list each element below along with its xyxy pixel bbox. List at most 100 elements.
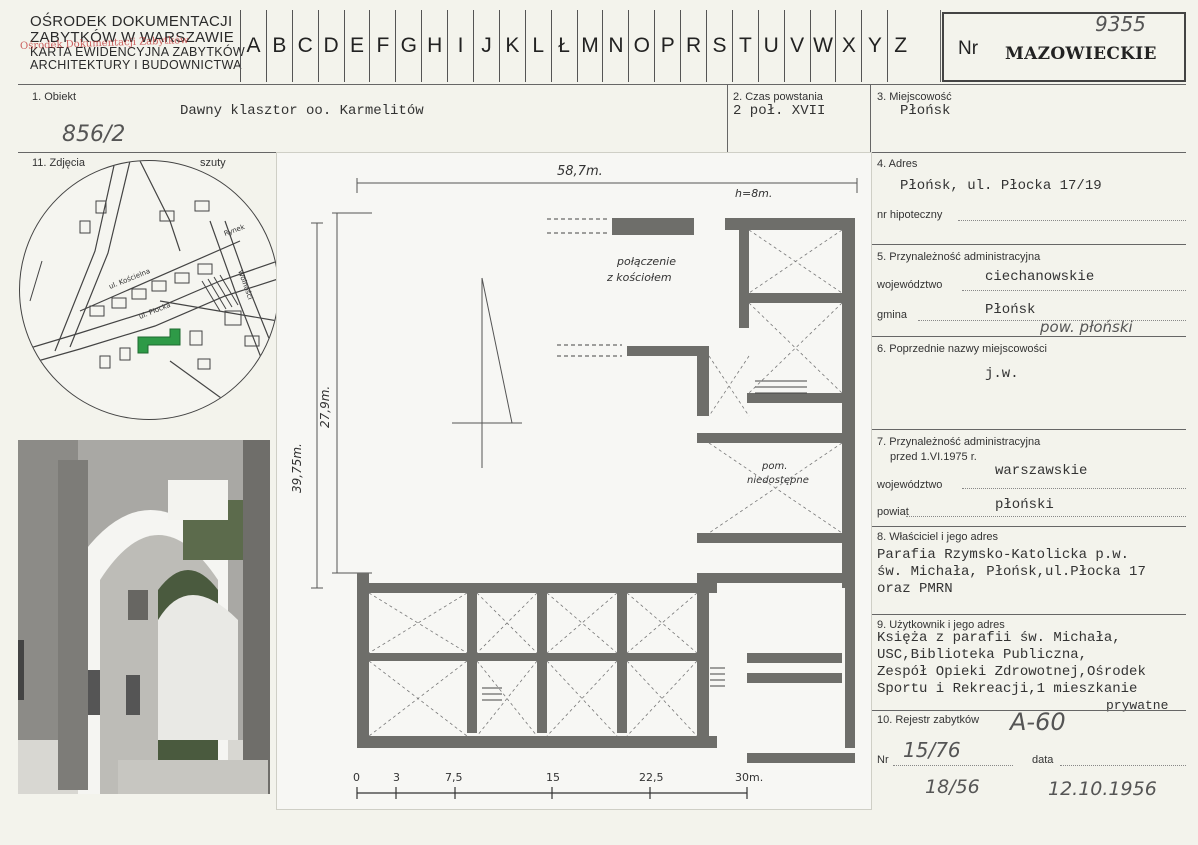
rejestr-nr-label: Nr [877, 754, 889, 766]
adres-value: Płońsk, ul. Płocka 17/19 [900, 178, 1102, 194]
rejestr-data-line [1060, 765, 1186, 766]
rejestr-label: 10. Rejestr zabytków [877, 714, 980, 726]
map-street-label: Wolności [236, 269, 254, 301]
index-letter: C [291, 10, 318, 82]
institution-header: OŚRODEK DOKUMENTACJI ZABYTKÓW W WARSZAWI… [30, 14, 245, 72]
miejscowosc-label: 3. Miejscowość [877, 91, 952, 103]
wlasciciel-line-1: Parafia Rzymsko-Katolicka p.w. [877, 547, 1130, 563]
floor-plan: 58,7m. h=8m. 39,75m. 27,9m. połączenie z… [276, 152, 872, 810]
plan-height-note: h=8m. [735, 187, 772, 200]
nr-label: Nr [958, 38, 979, 59]
poprzednie-value: j.w. [985, 366, 1019, 382]
przed-date: przed 1.VI.1975 r. [890, 451, 977, 463]
plan-note-church-1: połączenie [616, 255, 676, 268]
number-box [942, 12, 1186, 82]
row-5-divider [870, 336, 1186, 337]
rejestr-nr-line [893, 765, 1013, 766]
index-letter: O [628, 10, 654, 82]
uzytkownik-line-5: prywatne [1106, 698, 1169, 713]
adres-label: 4. Adres [877, 158, 918, 170]
institution-line-2: ZABYTKÓW W WARSZAWIE [30, 29, 235, 46]
przynaleznosc-label: 5. Przynależność administracyjna [877, 251, 1041, 263]
institution-line-3: KARTA EWIDENCYJNA ZABYTKÓW [30, 45, 246, 59]
index-letter: N [602, 10, 628, 82]
map-street-label: ul. Płocka [138, 301, 172, 321]
index-letter: V [783, 10, 810, 82]
rejestr-date2: 12.10.1956 [1048, 778, 1157, 800]
floor-plan-drawing: 58,7m. h=8m. 39,75m. 27,9m. połączenie z… [290, 164, 858, 799]
poprzednie-label: 6. Poprzednie nazwy miejscowości [877, 343, 1047, 355]
region-name: MAZOWIECKIE [1005, 44, 1157, 64]
row-8-divider [870, 614, 1186, 615]
powiat-label: powiat [877, 506, 909, 518]
plan-note-room-1: pom. [761, 461, 787, 472]
institution-line-1: OŚRODEK DOKUMENTACJI [30, 13, 233, 30]
index-letter: E [343, 10, 370, 82]
index-letter: D [317, 10, 344, 82]
zdjecia-label: 11. Zdjęcia [32, 157, 85, 169]
gmina-note: pow. płoński [1040, 318, 1133, 336]
index-letter: Z [887, 10, 913, 82]
przynaleznosc-przed-label: 7. Przynależność administracyjna [877, 436, 1041, 448]
plan-width-dimension: 58,7m. [557, 164, 603, 179]
zdjecia-label-tail: szuty [200, 157, 226, 169]
row-9-divider [870, 710, 1186, 711]
map-street-label: ul. Kościelna [108, 267, 152, 291]
gmina-label: gmina [877, 309, 907, 321]
divider-1-2 [727, 84, 728, 154]
obiekt-value: Dawny klasztor oo. Karmelitów [180, 103, 424, 119]
hipoteczny-label: nr hipoteczny [877, 209, 943, 221]
index-letter: P [654, 10, 680, 82]
institution-line-4: ARCHITEKTURY I BUDOWNICTWA [30, 58, 242, 72]
uzytkownik-line-1: Księża z parafii św. Michała, [877, 630, 1121, 646]
location-map: ul. Kościelna ul. Płocka Wolności Rynek [19, 160, 279, 420]
obiekt-label: 1. Obiekt [32, 91, 77, 103]
uzytkownik-line-4: Sportu i Rekreacji,1 mieszkanie [877, 681, 1138, 697]
handwritten-number: 9355 [1095, 12, 1146, 36]
map-drawing: ul. Kościelna ul. Płocka Wolności Rynek [20, 161, 278, 419]
gmina-line [918, 320, 1186, 321]
plan-scale-label: 3 [393, 771, 400, 784]
index-letter: H [421, 10, 447, 82]
rejestr-nr2: 18/56 [925, 776, 980, 798]
wojewodztwo-label: województwo [877, 279, 943, 291]
wlasciciel-label: 8. Właściciel i jego adres [877, 531, 999, 543]
wlasciciel-line-3: oraz PMRN [877, 581, 953, 597]
index-letter: J [473, 10, 499, 82]
row-6-divider [870, 429, 1186, 430]
index-letter: F [369, 10, 395, 82]
index-letter: Y [861, 10, 887, 82]
index-letter: S [706, 10, 732, 82]
index-letter: I [447, 10, 473, 82]
gmina-value: Płońsk [985, 302, 1036, 318]
uzytkownik-label: 9. Użytkownik i jego adres [877, 619, 1005, 631]
rejestr-data-label: data [1032, 754, 1054, 766]
index-letter: K [498, 10, 525, 82]
rejestr-handwritten: A-60 [1010, 708, 1066, 736]
index-letter: W [809, 10, 836, 82]
index-letter: L [524, 10, 551, 82]
index-letter: X [835, 10, 861, 82]
plan-scale-label: 7,5 [445, 771, 463, 784]
index-letter: G [395, 10, 421, 82]
obiekt-note: 856/2 [62, 122, 126, 147]
miejscowosc-value: Płońsk [900, 103, 951, 119]
index-letter: B [265, 10, 292, 82]
index-letter: Ł [550, 10, 577, 82]
building-photo [18, 440, 270, 794]
row-4-divider [870, 244, 1186, 245]
plan-note-room-2: niedostępne [747, 475, 809, 486]
plan-scale-label: 22,5 [639, 771, 664, 784]
index-letter: U [757, 10, 784, 82]
plan-inner-height: 27,9m. [318, 386, 332, 428]
czas-value: 2 poł. XVII [733, 103, 826, 119]
plan-scale-label: 15 [546, 771, 560, 784]
rejestr-nr-value: 15/76 [903, 738, 961, 762]
index-letter: T [731, 10, 758, 82]
uzytkownik-line-2: USC,Biblioteka Publiczna, [877, 647, 1088, 663]
plan-scale-label: 0 [353, 771, 360, 784]
highlighted-building [137, 328, 181, 354]
wojewodztwo-value: ciechanowskie [985, 269, 1095, 285]
